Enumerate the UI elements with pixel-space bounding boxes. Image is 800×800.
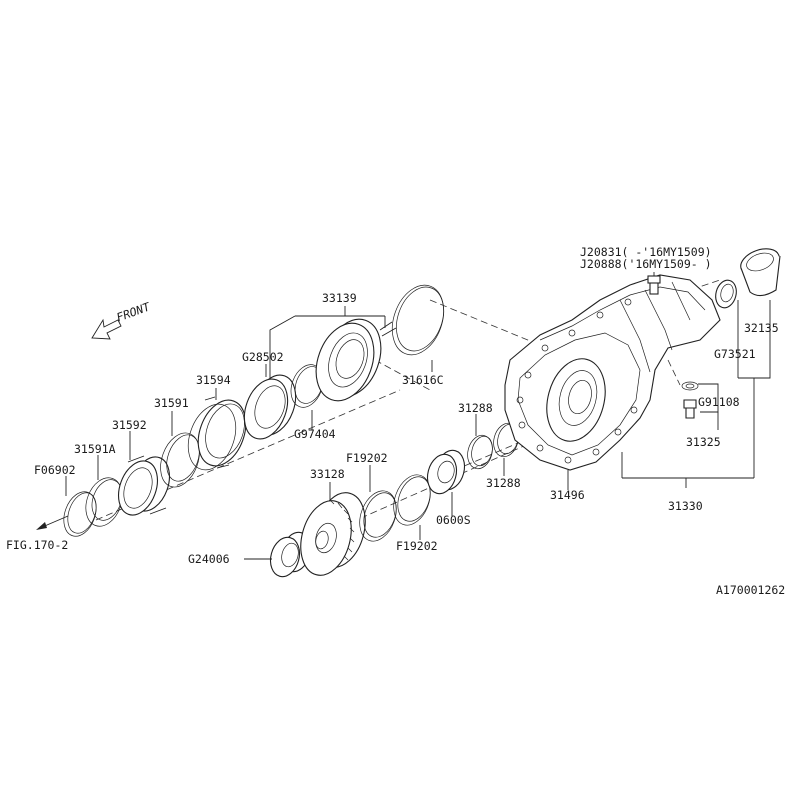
callout-33139[interactable]: 33139 [322,291,357,305]
clutch-drum-31592[interactable] [112,452,177,521]
callout-31325[interactable]: 31325 [686,435,721,449]
washer-31591[interactable] [154,428,207,493]
callout-j20888[interactable]: J20888('16MY1509- ) [580,257,712,271]
callout-32135[interactable]: 32135 [744,321,779,335]
snap-ring-f19202-b[interactable] [387,470,437,530]
sleeve-32135[interactable] [737,244,783,297]
seal-g73521[interactable] [713,278,740,310]
callout-31591[interactable]: 31591 [154,396,189,410]
fig-reference-link[interactable]: FIG.170-2 [6,538,69,552]
front-arrow-icon [91,318,122,340]
callout-g24006[interactable]: G24006 [188,552,230,566]
bearing-g28502[interactable] [237,369,304,445]
callout-g91108[interactable]: G91108 [698,395,740,409]
callout-31594[interactable]: 31594 [196,373,231,387]
callout-31288-a[interactable]: 31288 [458,401,493,415]
callout-g97404[interactable]: G97404 [294,427,336,441]
hub-ring-31594[interactable] [180,394,255,477]
shim-31288-a[interactable] [464,432,496,471]
transfer-case-housing-31496[interactable] [504,274,721,471]
o-ring-31616c[interactable] [383,278,453,362]
callout-g73521[interactable]: G73521 [714,347,756,361]
callout-f06902[interactable]: F06902 [34,463,76,477]
plug-31325[interactable] [683,399,697,419]
leader-lines [65,272,771,560]
callout-f19202-b[interactable]: F19202 [396,539,438,553]
snap-ring-f06902[interactable] [58,487,102,540]
bolt-j20831[interactable] [647,275,661,295]
bearing-0600s[interactable] [423,447,468,497]
callout-31616c[interactable]: 31616C [402,373,444,387]
callout-31591a[interactable]: 31591A [74,442,116,456]
callout-f19202-a[interactable]: F19202 [346,451,388,465]
gasket-g91108[interactable] [681,381,699,391]
housing-33139[interactable] [306,311,397,409]
callout-31288-b[interactable]: 31288 [486,476,521,490]
figure-id-label: A170001262 [716,583,786,597]
callout-0600s[interactable]: 0600S [436,513,471,527]
callout-31496[interactable]: 31496 [550,488,585,502]
callout-31330[interactable]: 31330 [668,499,703,513]
fig-reference-arrow [36,515,69,530]
callout-31592[interactable]: 31592 [112,418,147,432]
callout-j20831[interactable]: J20831( -'16MY1509) [580,245,712,259]
gear-33128[interactable] [293,487,373,581]
callout-g28502[interactable]: G28502 [242,350,284,364]
callout-33128[interactable]: 33128 [310,467,345,481]
snap-ring-f19202-a[interactable] [353,486,403,546]
